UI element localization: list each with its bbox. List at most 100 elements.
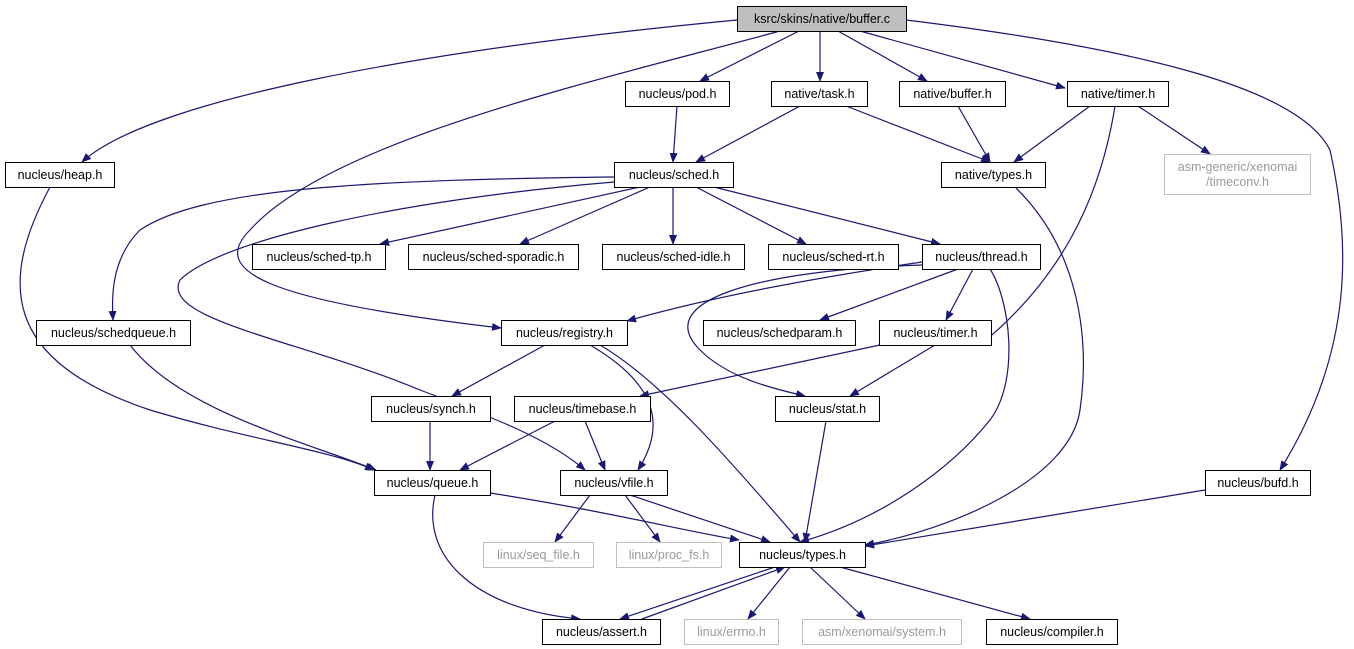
node-box-ntimer (1067, 81, 1169, 107)
node-box-system (802, 619, 962, 645)
node-procfs: linux/proc_fs.h (616, 542, 722, 568)
node-label-schedparam: nucleus/schedparam.h (717, 326, 843, 340)
node-box-procfs (616, 542, 722, 568)
node-ntask[interactable]: native/task.h (771, 81, 868, 107)
edge-root-to-nbuffer (837, 30, 928, 82)
edge-schedqueue-to-queue (129, 344, 377, 471)
node-timebase[interactable]: nucleus/timebase.h (514, 396, 651, 422)
edge-types-to-assert (619, 566, 776, 620)
node-label-procfs: linux/proc_fs.h (629, 548, 710, 562)
node-label-heap: nucleus/heap.h (18, 168, 103, 182)
node-nbuffer[interactable]: native/buffer.h (899, 81, 1006, 107)
edge-root-to-registry (237, 30, 781, 331)
node-schedparam[interactable]: nucleus/schedparam.h (703, 320, 856, 346)
node-box-pod (625, 81, 730, 107)
node-timeconv: asm-generic/xenomai/timeconv.h (1164, 154, 1311, 195)
edge-thread-to-timer (945, 268, 974, 321)
node-queue[interactable]: nucleus/queue.h (374, 470, 491, 496)
edge-root-to-bufd (905, 19, 1344, 471)
edge-sched-to-schedspor (519, 186, 651, 245)
edge-ntypes-to-types (864, 186, 1084, 548)
edges-layer (19, 19, 1344, 623)
edge-sched-to-vfile (177, 181, 615, 471)
node-label-stat: nucleus/stat.h (789, 402, 866, 416)
node-schedrt[interactable]: nucleus/sched-rt.h (768, 244, 899, 270)
edge-types-to-errno (747, 566, 791, 620)
node-label-compiler: nucleus/compiler.h (1000, 625, 1104, 639)
edge-vfile-to-procfs (624, 494, 661, 543)
node-system: asm/xenomai/system.h (802, 619, 962, 645)
edge-sched-to-schedrt (695, 186, 807, 245)
edge-assert-to-types (641, 566, 786, 620)
node-root[interactable]: ksrc/skins/native/buffer.c (737, 6, 907, 32)
edge-thread-to-stat (687, 264, 923, 398)
node-sched[interactable]: nucleus/sched.h (614, 162, 734, 188)
node-box-heap (5, 162, 115, 188)
node-label-schedtp: nucleus/sched-tp.h (267, 250, 372, 264)
edge-sched-to-schedqueue (108, 176, 615, 321)
node-timer[interactable]: nucleus/timer.h (879, 320, 992, 346)
node-label-timer: nucleus/timer.h (893, 326, 977, 340)
node-box-schedspor (408, 244, 579, 270)
edge-root-to-ntimer (859, 30, 1066, 90)
edge-queue-to-assert (432, 494, 581, 623)
node-schedtp[interactable]: nucleus/sched-tp.h (252, 244, 386, 270)
node-label-registry: nucleus/registry.h (516, 326, 613, 340)
node-label-pod: nucleus/pod.h (639, 87, 717, 101)
nodes-layer: ksrc/skins/native/buffer.c nucleus/pod.h n… (5, 6, 1311, 645)
node-label-schedspor: nucleus/sched-sporadic.h (423, 250, 565, 264)
edge-ntask-to-ntypes (845, 105, 991, 163)
node-label-types: nucleus/types.h (759, 548, 846, 562)
node-box-timer (879, 320, 992, 346)
node-box-errno (684, 619, 779, 645)
node-pod[interactable]: nucleus/pod.h (625, 81, 730, 107)
node-box-ntask (771, 81, 868, 107)
node-box-bufd (1205, 470, 1311, 496)
edge-types-to-compiler (839, 566, 1031, 621)
edge-ntimer-to-timer (979, 105, 1116, 346)
node-label-vfile: nucleus/vfile.h (574, 476, 653, 490)
node-bufd[interactable]: nucleus/bufd.h (1205, 470, 1311, 496)
node-registry[interactable]: nucleus/registry.h (501, 320, 628, 346)
edge-vfile-to-seqfile (554, 494, 591, 543)
node-label-ntask: native/task.h (784, 87, 854, 101)
edge-sched-to-schedtp (379, 186, 641, 246)
node-heap[interactable]: nucleus/heap.h (5, 162, 115, 188)
edge-nbuffer-to-ntypes (957, 105, 991, 163)
node-label-ntimer: native/timer.h (1081, 87, 1155, 101)
edge-thread-to-schedparam (819, 268, 959, 321)
node-label-thread: nucleus/thread.h (935, 250, 1027, 264)
node-schedspor[interactable]: nucleus/sched-sporadic.h (408, 244, 579, 270)
node-schedidle[interactable]: nucleus/sched-idle.h (602, 244, 745, 270)
node-box-nbuffer (899, 81, 1006, 107)
edge-heap-to-queue (19, 186, 375, 471)
node-box-ntypes (941, 162, 1046, 188)
node-box-compiler (986, 619, 1118, 645)
node-stat[interactable]: nucleus/stat.h (775, 396, 880, 422)
node-types[interactable]: nucleus/types.h (739, 542, 866, 568)
node-box-seqfile (483, 542, 594, 568)
node-label-ntypes: native/types.h (955, 168, 1032, 182)
node-synch[interactable]: nucleus/synch.h (371, 396, 491, 422)
edge-thread-to-types (799, 268, 1010, 544)
edge-registry-to-synch (451, 344, 546, 397)
node-assert[interactable]: nucleus/assert.h (542, 619, 661, 645)
node-label-queue: nucleus/queue.h (387, 476, 479, 490)
node-ntypes[interactable]: native/types.h (941, 162, 1046, 188)
node-box-schedqueue (36, 320, 191, 346)
node-box-timeconv (1164, 154, 1311, 195)
node-ntimer[interactable]: native/timer.h (1067, 81, 1169, 107)
edge-vfile-to-types (629, 494, 771, 543)
node-label-nbuffer: native/buffer.h (913, 87, 991, 101)
edge-queue-to-types (489, 492, 740, 543)
node-compiler[interactable]: nucleus/compiler.h (986, 619, 1118, 645)
edge-bufd-to-types (864, 489, 1206, 549)
node-schedqueue[interactable]: nucleus/schedqueue.h (36, 320, 191, 346)
node-label-system: asm/xenomai/system.h (818, 625, 946, 639)
node-box-schedtp (252, 244, 386, 270)
node-box-types (739, 542, 866, 568)
node-thread[interactable]: nucleus/thread.h (922, 244, 1041, 270)
edge-ntimer-to-timeconv (1137, 105, 1211, 155)
node-vfile[interactable]: nucleus/vfile.h (560, 470, 668, 496)
